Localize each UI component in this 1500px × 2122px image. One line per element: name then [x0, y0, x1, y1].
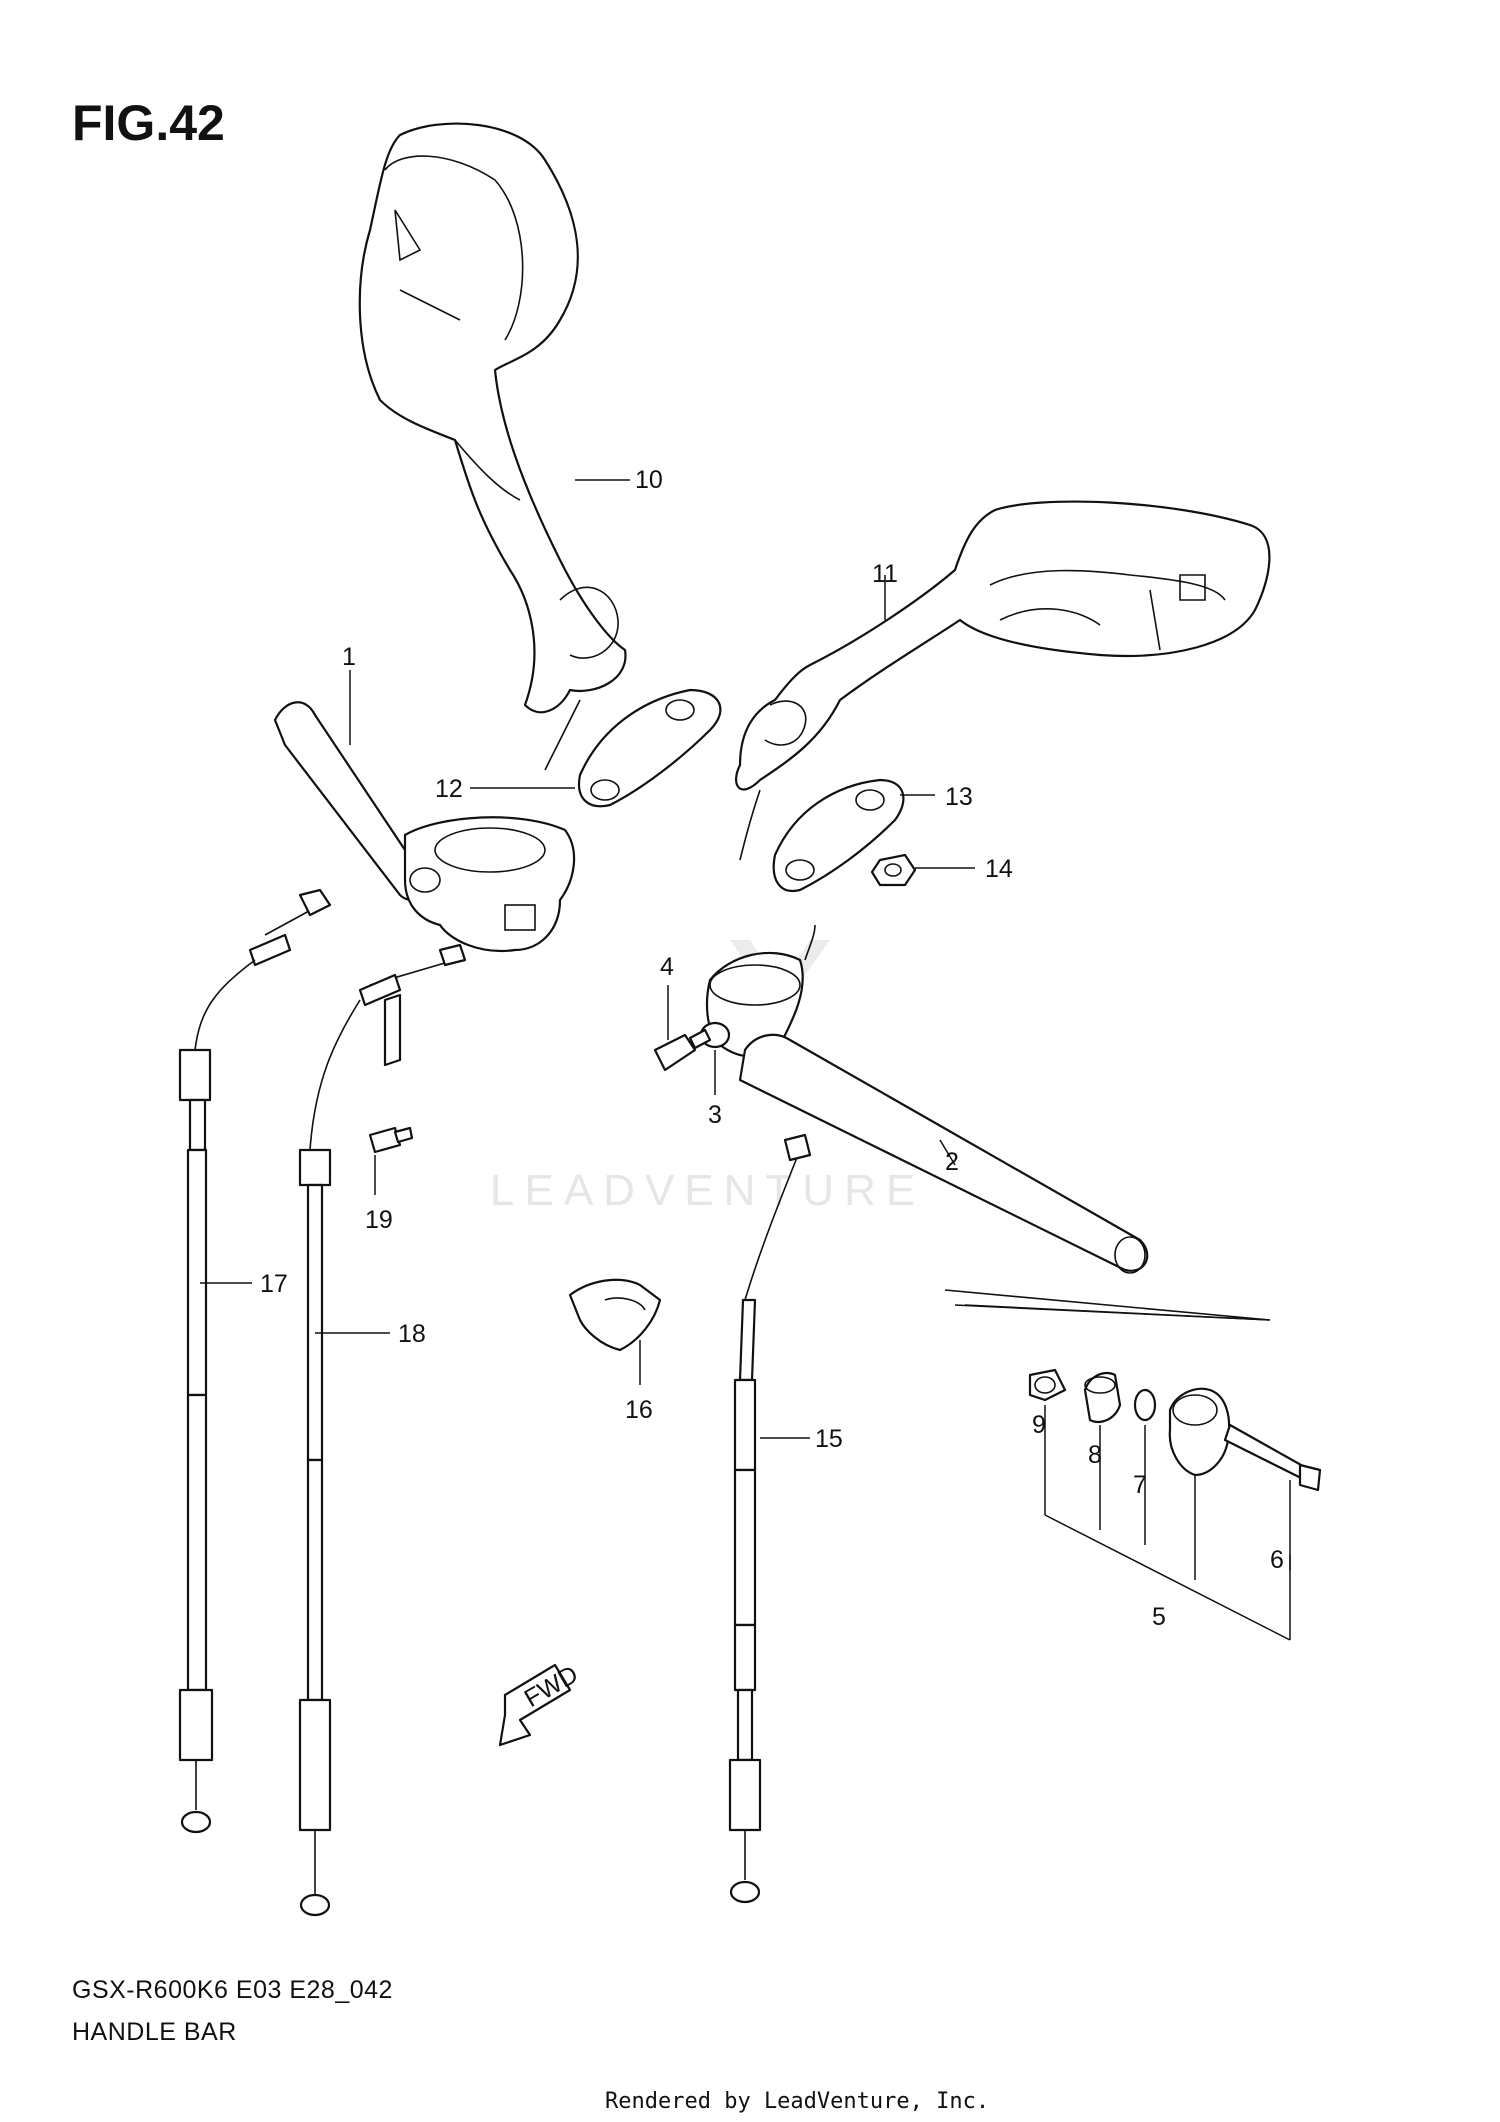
callout-11[interactable]: 11 [872, 560, 898, 588]
callout-1[interactable]: 1 [342, 643, 356, 671]
mirror-right-part-11[interactable] [735, 500, 1271, 861]
render-credit: Rendered by LeadVenture, Inc. [605, 2089, 989, 2114]
spacer-part-8[interactable] [1083, 1372, 1122, 1423]
fwd-arrow-icon: FWD [498, 1660, 583, 1747]
callout-7[interactable]: 7 [1133, 1471, 1147, 1499]
callout-16[interactable]: 16 [625, 1396, 653, 1424]
watermark: LEADVENTURE [490, 940, 925, 1215]
cable-part-18[interactable] [298, 943, 467, 1917]
callout-19[interactable]: 19 [365, 1206, 393, 1234]
weight-part-5[interactable] [1168, 1387, 1231, 1477]
callout-9[interactable]: 9 [1032, 1411, 1046, 1439]
nut-part-14[interactable] [870, 853, 917, 887]
assembly-guide [944, 1289, 1271, 1321]
mirror-left-part-10[interactable] [358, 122, 627, 771]
callout-3[interactable]: 3 [708, 1101, 722, 1129]
callout-15[interactable]: 15 [815, 1425, 843, 1453]
callout-2[interactable]: 2 [945, 1148, 959, 1176]
figure-title: FIG.42 [72, 95, 225, 151]
figure-name: HANDLE BAR [72, 2018, 237, 2046]
callout-13[interactable]: 13 [945, 783, 973, 811]
callout-17[interactable]: 17 [260, 1270, 288, 1298]
leader-lines [200, 479, 1291, 1641]
callout-10[interactable]: 10 [635, 466, 663, 494]
callout-8[interactable]: 8 [1088, 1441, 1102, 1469]
callout-18[interactable]: 18 [398, 1320, 426, 1348]
ring-part-7[interactable] [1133, 1388, 1157, 1422]
cable-part-15[interactable] [728, 1133, 812, 1904]
cable-clamp-part-16[interactable] [568, 1278, 662, 1352]
bolt-part-4[interactable] [653, 1028, 712, 1072]
screw-part-6[interactable] [1223, 1423, 1322, 1492]
screw-part-19[interactable] [368, 1126, 414, 1154]
callout-12[interactable]: 12 [435, 775, 463, 803]
handlebar-right-part-2[interactable] [705, 924, 1149, 1274]
callouts: 1 2 3 4 5 6 7 8 9 10 11 12 13 14 15 16 1… [260, 466, 1284, 1631]
handlebar-left-part-1[interactable] [273, 701, 576, 953]
bar-end-assembly [1028, 1368, 1322, 1492]
callout-5[interactable]: 5 [1152, 1603, 1166, 1631]
model-code: GSX-R600K6 E03 E28_042 [72, 1976, 393, 2004]
callout-4[interactable]: 4 [660, 953, 674, 981]
collar-part-9[interactable] [1028, 1368, 1067, 1402]
cable-part-17[interactable] [178, 888, 332, 1834]
watermark-text: LEADVENTURE [490, 1166, 925, 1215]
callout-14[interactable]: 14 [985, 855, 1013, 883]
callout-6[interactable]: 6 [1270, 1546, 1284, 1574]
mirror-bracket-left-part-12[interactable] [577, 688, 722, 808]
mirror-bracket-right-part-13[interactable] [772, 778, 905, 893]
